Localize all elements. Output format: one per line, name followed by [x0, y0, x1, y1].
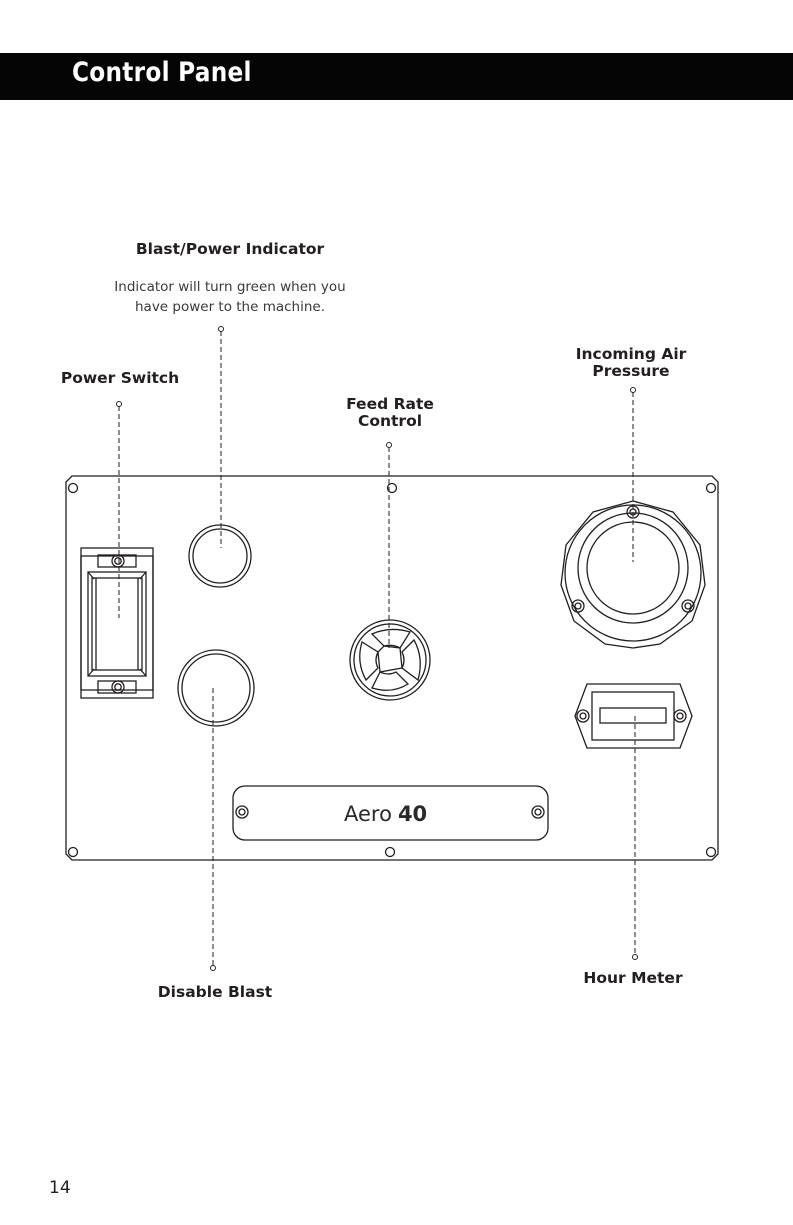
feed-rate-control-knob [350, 620, 430, 700]
panel-outline [66, 476, 718, 860]
mounting-hole [386, 848, 395, 857]
leader-endpoint [633, 955, 638, 960]
mounting-hole [707, 848, 716, 857]
hour-meter [575, 684, 692, 748]
mounting-hole [707, 484, 716, 493]
leader-endpoint [631, 388, 636, 393]
model-number: 40 [398, 802, 427, 826]
mounting-hole [69, 848, 78, 857]
power-switch [81, 548, 153, 698]
leader-endpoint [117, 402, 122, 407]
blast-power-indicator-light [189, 525, 251, 587]
leader-endpoint [219, 327, 224, 332]
page-number: 14 [49, 1178, 71, 1198]
mounting-hole [69, 484, 78, 493]
disable-blast-button [178, 650, 254, 726]
leader-endpoint [211, 966, 216, 971]
leader-endpoint [387, 443, 392, 448]
model-name: Aero [344, 802, 392, 826]
